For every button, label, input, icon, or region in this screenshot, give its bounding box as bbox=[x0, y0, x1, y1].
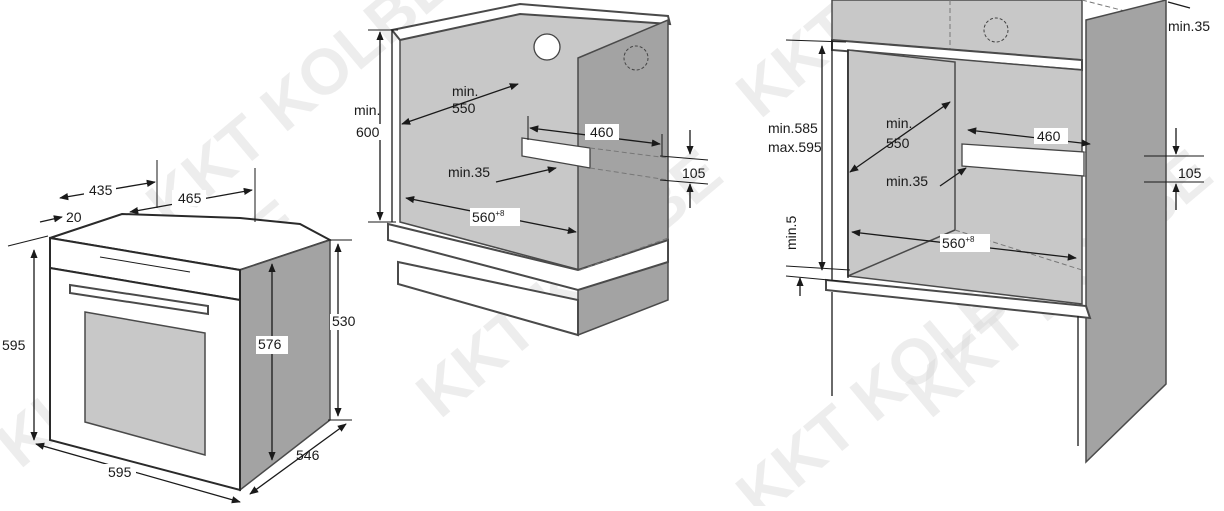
label-550: 550 bbox=[886, 135, 910, 151]
label-595-width: 595 bbox=[108, 464, 132, 480]
vent-slot-hidden bbox=[589, 147, 669, 159]
dim-ext bbox=[785, 275, 851, 283]
label-bg bbox=[172, 190, 206, 206]
label-bg bbox=[940, 234, 990, 252]
vent-slot-hidden bbox=[589, 167, 669, 181]
label-105: 105 bbox=[1178, 165, 1202, 181]
label-530: 530 bbox=[332, 313, 356, 329]
dim-line-460 bbox=[967, 127, 1091, 147]
label-546: 546 bbox=[296, 447, 320, 463]
label-bg bbox=[84, 182, 116, 198]
label-595-height: 595 bbox=[2, 337, 26, 353]
label-600: 600 bbox=[356, 124, 380, 140]
dim-ext bbox=[785, 39, 847, 43]
cabinet-plinth bbox=[397, 260, 579, 337]
label-min35: min.35 bbox=[448, 164, 490, 180]
label-max595: max.595 bbox=[768, 139, 822, 155]
dim-ext bbox=[7, 235, 49, 247]
label-bg bbox=[1034, 128, 1068, 144]
label-460: 460 bbox=[590, 124, 614, 140]
label-bg bbox=[330, 314, 362, 330]
label-bg bbox=[256, 336, 288, 354]
tall-right-side bbox=[1085, 0, 1167, 464]
label-min585: min.585 bbox=[768, 120, 818, 136]
label-550: 550 bbox=[452, 100, 476, 116]
label-min5: min.5 bbox=[783, 216, 799, 250]
label-bg bbox=[470, 208, 520, 226]
label-bg bbox=[585, 124, 619, 140]
label-bg bbox=[354, 124, 386, 140]
dim-line-550 bbox=[401, 83, 519, 125]
dim-line-595-w bbox=[35, 442, 241, 504]
label-550-min: min. bbox=[886, 115, 912, 131]
label-460: 460 bbox=[1037, 128, 1061, 144]
cabinet-top-edge bbox=[390, 2, 672, 42]
label-20: 20 bbox=[66, 209, 82, 225]
dim-ext bbox=[659, 179, 709, 185]
dim-ext bbox=[659, 155, 709, 161]
dim-line-550 bbox=[849, 101, 951, 173]
label-435: 435 bbox=[89, 182, 113, 198]
dim-ext bbox=[785, 265, 851, 271]
label-560: 560+8 bbox=[942, 235, 975, 251]
oven-drawing: 435 465 20 595 595 576 530 546 bbox=[0, 160, 362, 504]
cabinet-floor bbox=[387, 222, 669, 292]
cabinet-tall-drawing: min.35 min.585 max.595 min.5 min. 550 46… bbox=[768, 0, 1210, 464]
label-105: 105 bbox=[682, 165, 706, 181]
dim-line-20 bbox=[39, 215, 63, 223]
label-560: 560+8 bbox=[472, 209, 505, 225]
label-550-min: min. bbox=[452, 83, 478, 99]
power-cord-hole bbox=[533, 33, 561, 61]
label-bg bbox=[104, 464, 136, 480]
label-576: 576 bbox=[258, 336, 282, 352]
label-bg bbox=[0, 336, 32, 354]
oven-display bbox=[99, 256, 191, 273]
niche-floor bbox=[825, 278, 1092, 320]
label-min35-top: min.35 bbox=[1168, 18, 1210, 34]
oven-handle bbox=[69, 283, 209, 316]
dim-line-546 bbox=[249, 423, 347, 495]
label-465: 465 bbox=[178, 190, 202, 206]
label-600-min: min. bbox=[354, 102, 380, 118]
hidden-hole-outline bbox=[623, 45, 649, 71]
label-min35: min.35 bbox=[886, 173, 928, 189]
dim-line-min35 bbox=[939, 167, 967, 187]
dim-line-min35-top bbox=[1167, 1, 1191, 9]
cabinet-under-counter-drawing: min. 600 min. 550 460 105 min.35 560+8 bbox=[354, 2, 709, 337]
hidden-hole-outline bbox=[983, 17, 1009, 43]
dim-line-min35 bbox=[495, 166, 557, 183]
